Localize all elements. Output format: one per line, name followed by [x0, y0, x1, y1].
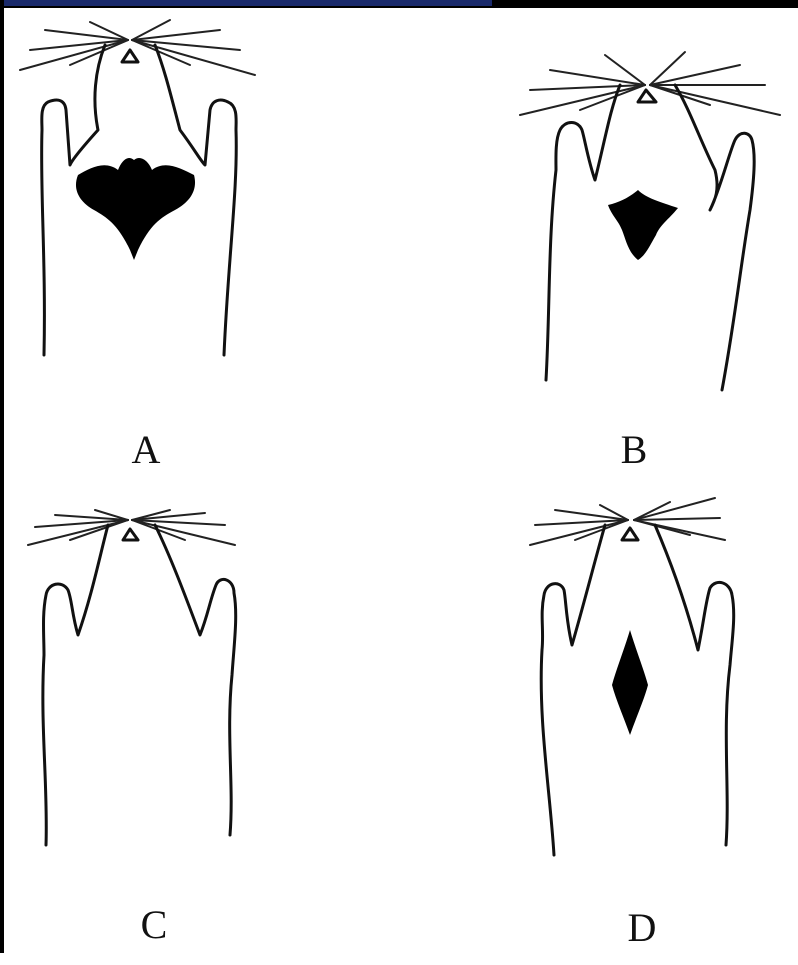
nose-icon	[123, 529, 138, 540]
left-border-line	[0, 0, 4, 953]
nose-icon	[622, 528, 638, 540]
panel-a-label: A	[116, 430, 176, 470]
nose-icon	[638, 90, 656, 102]
body-outline-right	[675, 85, 754, 390]
panel-c-drawing	[20, 505, 320, 965]
panel-c-label: C	[124, 905, 184, 945]
body-outline	[546, 85, 620, 380]
body-outline	[43, 525, 108, 845]
body-outline-right	[655, 525, 734, 845]
lesion-mark	[612, 630, 648, 735]
top-border-accent	[0, 0, 492, 6]
panel-b-label: B	[604, 430, 664, 470]
panel-a-drawing	[10, 10, 310, 470]
nose-icon	[122, 50, 138, 62]
lesion-mark	[608, 190, 678, 260]
body-outline	[541, 525, 605, 855]
panel-d-label: D	[612, 908, 672, 948]
panel-b-figure	[510, 40, 798, 460]
panel-a-figure	[10, 10, 310, 430]
lesion-mark	[76, 158, 195, 260]
panel-d-figure	[520, 490, 790, 910]
body-outline-right	[155, 525, 236, 835]
panel-c-figure	[20, 505, 320, 925]
panel-d-drawing	[520, 490, 798, 950]
whiskers	[530, 498, 725, 545]
whiskers	[20, 20, 255, 75]
whiskers	[520, 52, 780, 115]
